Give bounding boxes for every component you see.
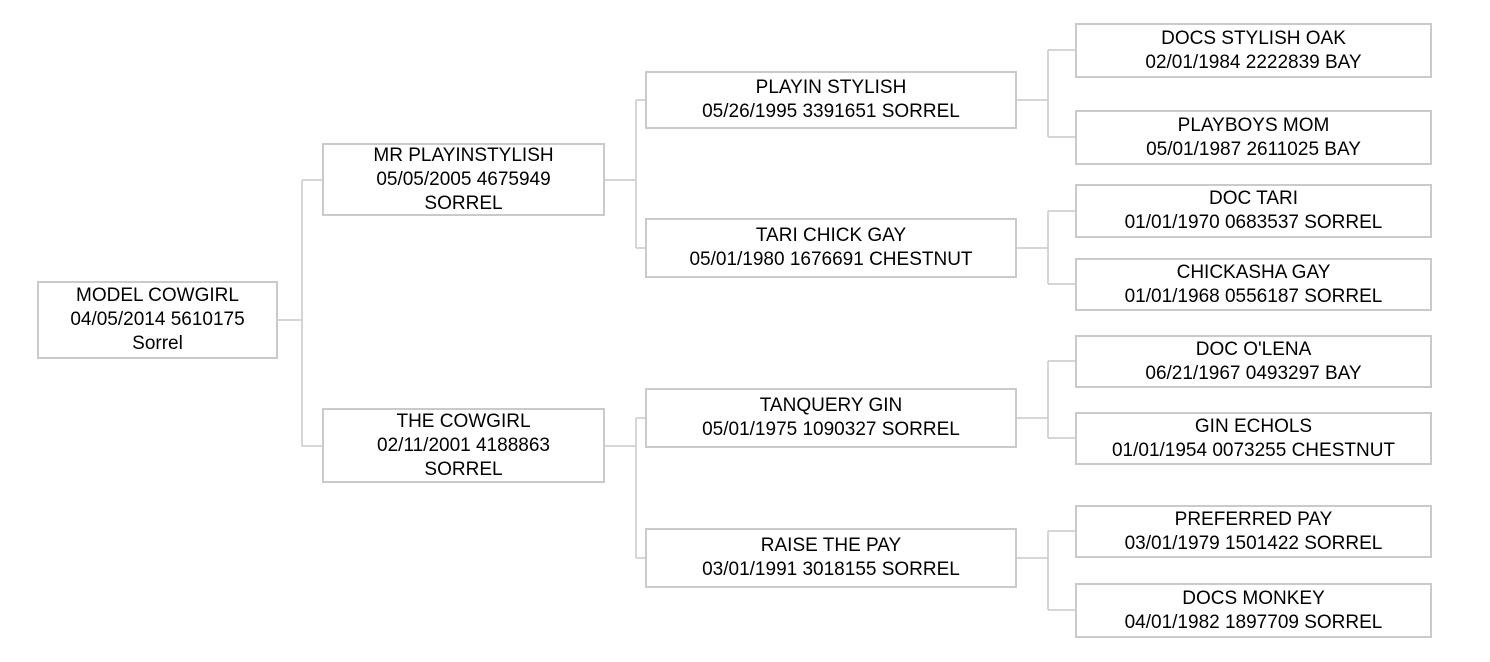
horse-birthdate-reg-color: 01/01/1954 0073255 CHESTNUT <box>1111 439 1396 461</box>
pedigree-node-docs-stylish-oak[interactable]: DOCS STYLISH OAK 02/01/1984 2222839 BAY <box>1075 23 1432 78</box>
pedigree-node-model-cowgirl[interactable]: MODEL COWGIRL 04/05/2014 5610175 Sorrel <box>37 281 278 359</box>
horse-birthdate-reg-color: 05/01/1980 1676691 CHESTNUT <box>689 249 973 270</box>
horse-color: SORREL <box>424 458 503 480</box>
pedigree-node-docs-monkey[interactable]: DOCS MONKEY 04/01/1982 1897709 SORREL <box>1075 583 1432 638</box>
connector-gen3-a <box>1017 49 1075 138</box>
horse-name: RAISE THE PAY <box>760 535 902 556</box>
pedigree-node-playin-stylish[interactable]: PLAYIN STYLISH 05/26/1995 3391651 SORREL <box>645 71 1017 129</box>
horse-birthdate-reg-color: 04/01/1982 1897709 SORREL <box>1124 611 1383 633</box>
pedigree-node-chickasha-gay[interactable]: CHICKASHA GAY 01/01/1968 0556187 SORREL <box>1075 258 1432 311</box>
horse-color: Sorrel <box>132 333 183 354</box>
horse-name: DOCS MONKEY <box>1182 587 1325 609</box>
horse-birthdate-reg-color: 01/01/1968 0556187 SORREL <box>1124 285 1383 307</box>
pedigree-node-raise-the-pay[interactable]: RAISE THE PAY 03/01/1991 3018155 SORREL <box>645 528 1017 588</box>
horse-name: MODEL COWGIRL <box>76 285 239 306</box>
horse-birthdate-reg-color: 03/01/1979 1501422 SORREL <box>1124 532 1383 554</box>
connector-gen2-dam <box>605 417 645 559</box>
horse-birthdate-reg-color: 03/01/1991 3018155 SORREL <box>702 559 960 580</box>
pedigree-node-mr-playinstylish[interactable]: MR PLAYINSTYLISH 05/05/2005 4675949 SORR… <box>322 143 605 216</box>
connector-gen1 <box>278 179 322 447</box>
horse-birthdate-reg-color: 06/21/1967 0493297 BAY <box>1145 362 1362 384</box>
horse-birthdate-reg: 02/11/2001 4188863 <box>377 434 550 456</box>
pedigree-node-doc-tari[interactable]: DOC TARI 01/01/1970 0683537 SORREL <box>1075 184 1432 238</box>
pedigree-node-preferred-pay[interactable]: PREFERRED PAY 03/01/1979 1501422 SORREL <box>1075 505 1432 558</box>
horse-birthdate-reg-color: 02/01/1984 2222839 BAY <box>1145 51 1362 73</box>
pedigree-node-playboys-mom[interactable]: PLAYBOYS MOM 05/01/1987 2611025 BAY <box>1075 110 1432 165</box>
horse-name: PREFERRED PAY <box>1174 508 1333 530</box>
connector-gen3-c <box>1017 360 1075 439</box>
horse-birthdate-reg-color: 05/26/1995 3391651 SORREL <box>702 101 960 122</box>
connector-gen3-b <box>1017 210 1075 285</box>
horse-birthdate-reg-color: 01/01/1970 0683537 SORREL <box>1124 212 1383 233</box>
horse-name: PLAYIN STYLISH <box>755 77 907 98</box>
pedigree-node-doc-olena[interactable]: DOC O'LENA 06/21/1967 0493297 BAY <box>1075 335 1432 388</box>
horse-name: MR PLAYINSTYLISH <box>373 144 554 166</box>
pedigree-node-tanquery-gin[interactable]: TANQUERY GIN 05/01/1975 1090327 SORREL <box>645 388 1017 448</box>
horse-name: GIN ECHOLS <box>1194 415 1313 437</box>
horse-name: DOC TARI <box>1208 188 1299 209</box>
horse-name: TARI CHICK GAY <box>755 225 907 246</box>
pedigree-node-tari-chick-gay[interactable]: TARI CHICK GAY 05/01/1980 1676691 CHESTN… <box>645 218 1017 278</box>
pedigree-node-gin-echols[interactable]: GIN ECHOLS 01/01/1954 0073255 CHESTNUT <box>1075 412 1432 465</box>
connector-gen3-d <box>1017 530 1075 611</box>
horse-birthdate-reg-color: 05/01/1975 1090327 SORREL <box>702 419 960 440</box>
horse-birthdate-reg: 05/05/2005 4675949 <box>376 168 551 190</box>
horse-name: THE COWGIRL <box>396 410 531 432</box>
horse-name: CHICKASHA GAY <box>1176 261 1331 283</box>
horse-birthdate-reg: 04/05/2014 5610175 <box>70 309 245 330</box>
horse-name: DOCS STYLISH OAK <box>1161 27 1346 49</box>
connector-gen2-sire <box>605 99 645 249</box>
horse-name: TANQUERY GIN <box>759 395 903 416</box>
horse-name: DOC O'LENA <box>1195 338 1312 360</box>
horse-name: PLAYBOYS MOM <box>1177 114 1330 136</box>
pedigree-node-the-cowgirl[interactable]: THE COWGIRL 02/11/2001 4188863 SORREL <box>322 408 605 483</box>
horse-birthdate-reg-color: 05/01/1987 2611025 BAY <box>1146 138 1361 160</box>
horse-color: SORREL <box>424 192 503 214</box>
